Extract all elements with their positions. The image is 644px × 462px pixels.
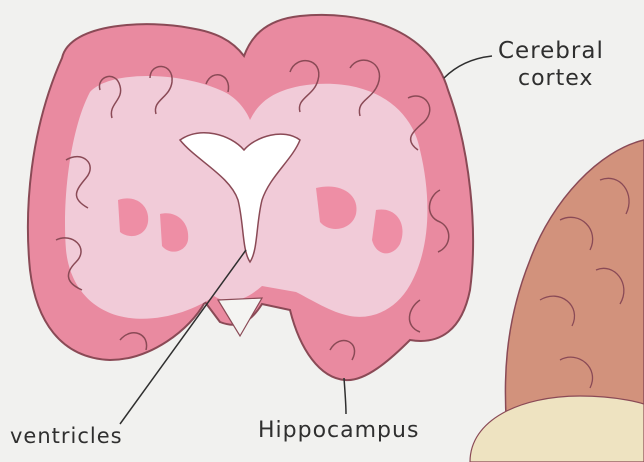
hippocampus-leader-line [344,378,346,414]
hippocampus-label: Hippocampus [258,420,419,442]
cerebral-cortex-label-line1: Cerebral [498,40,604,63]
ventricles-label: ventricles [10,426,123,447]
cortex-leader-line [444,56,492,78]
cerebral-cortex-label-line2: cortex [518,68,593,90]
cerebellum [470,396,644,462]
